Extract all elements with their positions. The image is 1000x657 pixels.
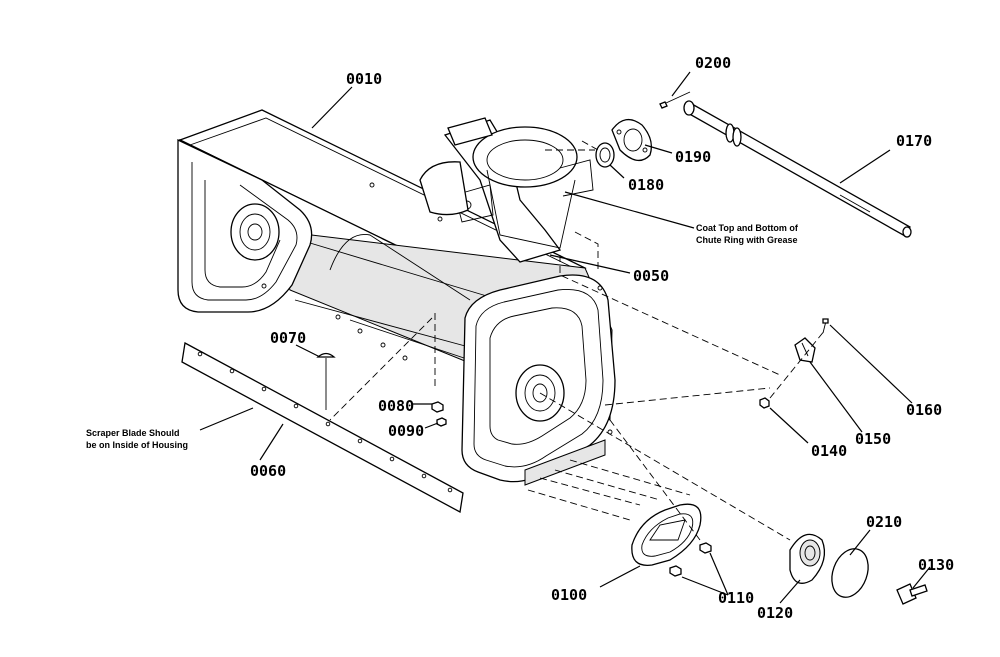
flange-nut-lower bbox=[669, 565, 682, 577]
shear-bracket bbox=[794, 337, 816, 363]
part-label-0100: 0100 bbox=[551, 586, 587, 604]
flange-nut-upper bbox=[699, 542, 712, 554]
part-label-0170: 0170 bbox=[896, 132, 932, 150]
part-label-0060: 0060 bbox=[250, 462, 286, 480]
part-label-0180: 0180 bbox=[628, 176, 664, 194]
part-label-0070: 0070 bbox=[270, 329, 306, 347]
part-label-0090: 0090 bbox=[388, 422, 424, 440]
lock-nut bbox=[759, 397, 770, 409]
part-label-0200: 0200 bbox=[695, 54, 731, 72]
part-label-0210: 0210 bbox=[866, 513, 902, 531]
bolt-head bbox=[436, 417, 447, 427]
part-label-0120: 0120 bbox=[757, 604, 793, 622]
part-label-0010: 0010 bbox=[346, 70, 382, 88]
drive-shaft bbox=[683, 100, 912, 238]
cover-disc bbox=[831, 548, 869, 598]
part-label-0160: 0160 bbox=[906, 401, 942, 419]
small-screw bbox=[822, 318, 829, 334]
hex-nut bbox=[431, 401, 444, 413]
part-label-0140: 0140 bbox=[811, 442, 847, 460]
hex-bolt bbox=[896, 583, 928, 605]
leader-lines bbox=[199, 71, 931, 604]
auger-housing bbox=[177, 109, 616, 486]
scraper-note-line-2: be on Inside of Housing bbox=[86, 440, 188, 450]
part-label-0110: 0110 bbox=[718, 589, 754, 607]
grease-note-line-2: Chute Ring with Grease bbox=[696, 235, 798, 245]
scraper-note-line-1: Scraper Blade Should bbox=[86, 428, 180, 438]
flange-bearing bbox=[789, 533, 826, 584]
part-label-0150: 0150 bbox=[855, 430, 891, 448]
carriage-bolt bbox=[316, 352, 336, 410]
bearing bbox=[595, 142, 615, 168]
assembly-lines bbox=[329, 140, 826, 541]
screw bbox=[659, 91, 691, 109]
part-label-0190: 0190 bbox=[675, 148, 711, 166]
bearing-housing-plate bbox=[631, 503, 702, 566]
part-label-0130: 0130 bbox=[918, 556, 954, 574]
grease-note-line-1: Coat Top and Bottom of bbox=[696, 223, 799, 233]
part-label-0050: 0050 bbox=[633, 267, 669, 285]
bearing-flange bbox=[611, 118, 653, 162]
part-label-0080: 0080 bbox=[378, 397, 414, 415]
scraper-blade bbox=[181, 341, 464, 514]
